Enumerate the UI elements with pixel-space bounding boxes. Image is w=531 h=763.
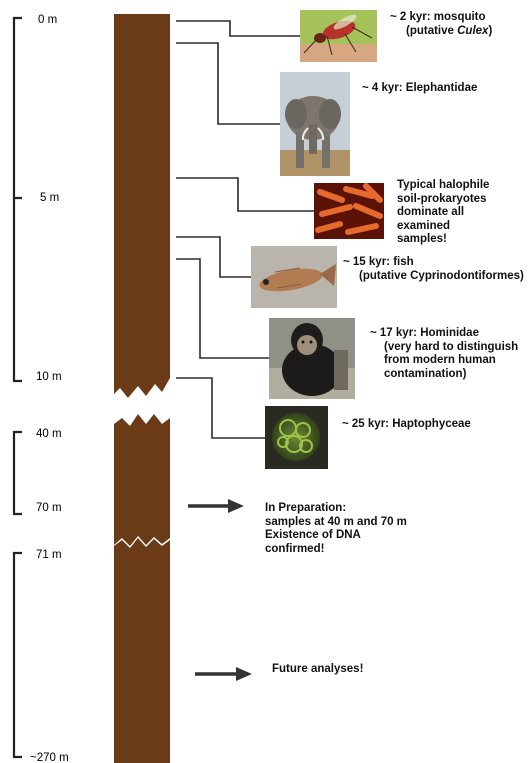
fish-photo-icon [251,246,337,308]
finding-halophile-line1: Typical halophile [397,179,489,193]
finding-halophile-line2: soil-prokaryotes [397,193,489,207]
finding-fish: ~ 15 kyr: fish (putative Cyprinodontifor… [343,256,524,283]
note-preparation-line2: samples at 40 m and 70 m [265,516,407,530]
scale-bracket-71-270 [14,553,22,757]
finding-halophile-line4: examined [397,220,489,234]
sediment-core [114,14,170,763]
finding-halophile-line3: dominate all [397,206,489,220]
finding-elephant: ~ 4 kyr: Elephantidae [362,82,477,96]
finding-hominid-line4: contamination) [370,368,518,382]
depth-label-71m: 71 m [36,549,62,561]
arrow-preparation [188,499,244,513]
note-preparation-line3: Existence of DNA [265,529,407,543]
finding-hominid-line3: from modern human [370,354,518,368]
core-segment-71-270m [114,538,170,763]
finding-fish-line2: (putative Cyprinodontiformes) [343,270,524,284]
finding-hominid-line1: ~ 17 kyr: Hominidae [370,327,518,341]
finding-hominid-line2: (very hard to distinguish [370,341,518,355]
elephant-photo-icon [280,72,350,176]
finding-halophile: Typical halophile soil-prokaryotes domin… [397,179,489,247]
mosquito-photo-icon [300,10,377,62]
culex-italic: Culex [457,25,488,37]
note-preparation-line1: In Preparation: [265,502,407,516]
scale-bracket-0-10 [14,18,22,381]
finding-mosquito-line1: ~ 2 kyr: mosquito [390,11,486,23]
arrow-future [195,667,252,681]
bacteria-photo-icon [314,183,384,239]
note-future-line1: Future analyses! [272,663,363,675]
algae-photo-icon [265,406,328,469]
note-future: Future analyses! [272,663,363,677]
finding-mosquito: ~ 2 kyr: mosquito (putative Culex) [390,11,492,38]
depth-label-10m: 10 m [36,371,62,383]
note-preparation-line4: confirmed! [265,543,407,557]
connector-elephant [176,43,280,124]
chimpanzee-photo-icon [269,318,355,399]
core-segment-0-10m [114,14,170,398]
connector-hapto [176,378,265,438]
depth-label-5m: 5 m [40,192,59,204]
finding-hapto-line1: ~ 25 kyr: Haptophyceae [342,418,471,430]
depth-label-40m: 40 m [36,428,62,440]
depth-label-0m: 0 m [38,14,57,26]
finding-fish-line1: ~ 15 kyr: fish [343,256,524,270]
connector-mosquito [176,21,300,36]
scale-bracket-40-70 [14,432,22,514]
depth-label-70m: 70 m [36,502,62,514]
connector-fish [176,237,251,277]
finding-hapto: ~ 25 kyr: Haptophyceae [342,418,471,432]
finding-elephant-line1: ~ 4 kyr: Elephantidae [362,82,477,94]
finding-mosquito-line2: (putative Culex) [390,25,492,39]
connector-halophile [176,178,314,211]
core-segment-40-70m [114,414,170,546]
finding-halophile-line5: samples! [397,233,489,247]
depth-label-270m: ~270 m [30,752,69,763]
finding-hominid: ~ 17 kyr: Hominidae (very hard to distin… [370,327,518,381]
depth-scale [14,18,22,757]
note-preparation: In Preparation: samples at 40 m and 70 m… [265,502,407,556]
